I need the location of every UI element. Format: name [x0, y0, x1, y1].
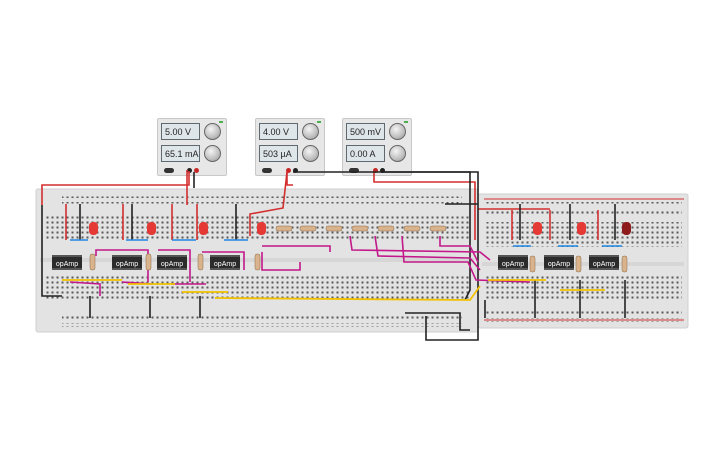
signal-wires-magenta[interactable] — [69, 235, 531, 296]
current-display: 503 µA — [259, 145, 298, 162]
opamp-chip[interactable]: opAmp — [544, 255, 574, 270]
led-icon — [89, 222, 98, 235]
current-knob[interactable] — [389, 145, 406, 162]
negative-terminal[interactable] — [380, 168, 385, 173]
positive-terminal[interactable] — [194, 168, 199, 173]
led-icon — [147, 222, 156, 235]
positive-terminal[interactable] — [373, 168, 378, 173]
power-supply-2[interactable]: 4.00 V 503 µA — [255, 118, 325, 176]
led-icon — [577, 222, 586, 235]
negative-terminal[interactable] — [187, 168, 192, 173]
power-supply-1[interactable]: 5.00 V 65.1 mA — [157, 118, 227, 176]
opamp-chip[interactable]: opAmp — [210, 255, 240, 270]
current-knob[interactable] — [204, 145, 221, 162]
leds[interactable] — [89, 222, 631, 235]
voltage-display: 5.00 V — [161, 123, 200, 140]
opamp-chip[interactable]: opAmp — [498, 255, 528, 270]
power-supply-3[interactable]: 500 mV 0.00 A — [342, 118, 412, 176]
vertical-resistors[interactable] — [89, 253, 628, 273]
opamp-chip[interactable]: opAmp — [112, 255, 142, 270]
led-icon — [533, 222, 542, 235]
power-led-icon — [317, 121, 321, 123]
voltage-display: 4.00 V — [259, 123, 298, 140]
signal-wires-blue[interactable] — [70, 239, 622, 247]
current-knob[interactable] — [302, 145, 319, 162]
resistor-chain[interactable] — [275, 225, 447, 232]
negative-terminal[interactable] — [293, 168, 298, 173]
current-display: 65.1 mA — [161, 145, 200, 162]
power-led-icon — [404, 121, 408, 123]
voltage-knob[interactable] — [389, 123, 406, 140]
power-toggle[interactable] — [164, 168, 174, 173]
power-toggle[interactable] — [349, 168, 359, 173]
ground-wires-black[interactable] — [41, 171, 626, 341]
led-icon — [622, 222, 631, 235]
led-icon — [199, 222, 208, 235]
power-toggle[interactable] — [262, 168, 272, 173]
voltage-display: 500 mV — [346, 123, 385, 140]
power-led-icon — [219, 121, 223, 123]
signal-wires-yellow[interactable] — [62, 279, 605, 301]
positive-terminal[interactable] — [286, 168, 291, 173]
opamp-chip[interactable]: opAmp — [589, 255, 619, 270]
current-display: 0.00 A — [346, 145, 385, 162]
voltage-knob[interactable] — [302, 123, 319, 140]
voltage-knob[interactable] — [204, 123, 221, 140]
opamp-chip[interactable]: opAmp — [52, 255, 82, 270]
power-wires-red[interactable] — [41, 170, 599, 240]
opamp-chip[interactable]: opAmp — [157, 255, 187, 270]
led-icon — [257, 222, 266, 235]
